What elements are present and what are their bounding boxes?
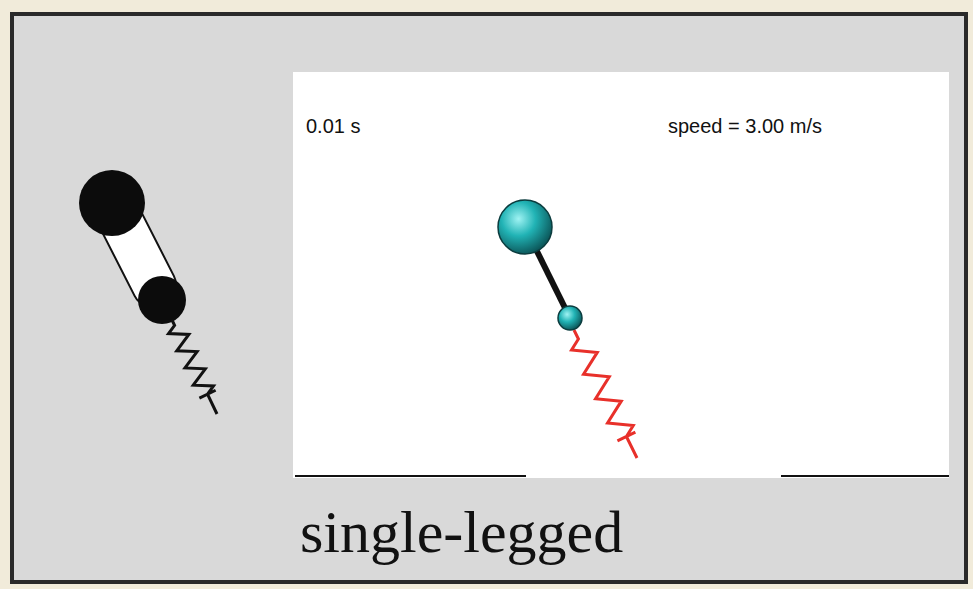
caption: single-legged bbox=[300, 497, 623, 567]
spring-mass-runner bbox=[498, 200, 637, 458]
ground-line bbox=[781, 475, 949, 477]
slide-frame bbox=[12, 14, 966, 582]
animation-panel bbox=[293, 72, 949, 478]
time-readout: 0.01 s bbox=[306, 114, 360, 138]
ground-line bbox=[295, 475, 526, 477]
speed-readout: speed = 3.00 m/s bbox=[668, 114, 822, 138]
schematic-leg bbox=[79, 170, 217, 414]
